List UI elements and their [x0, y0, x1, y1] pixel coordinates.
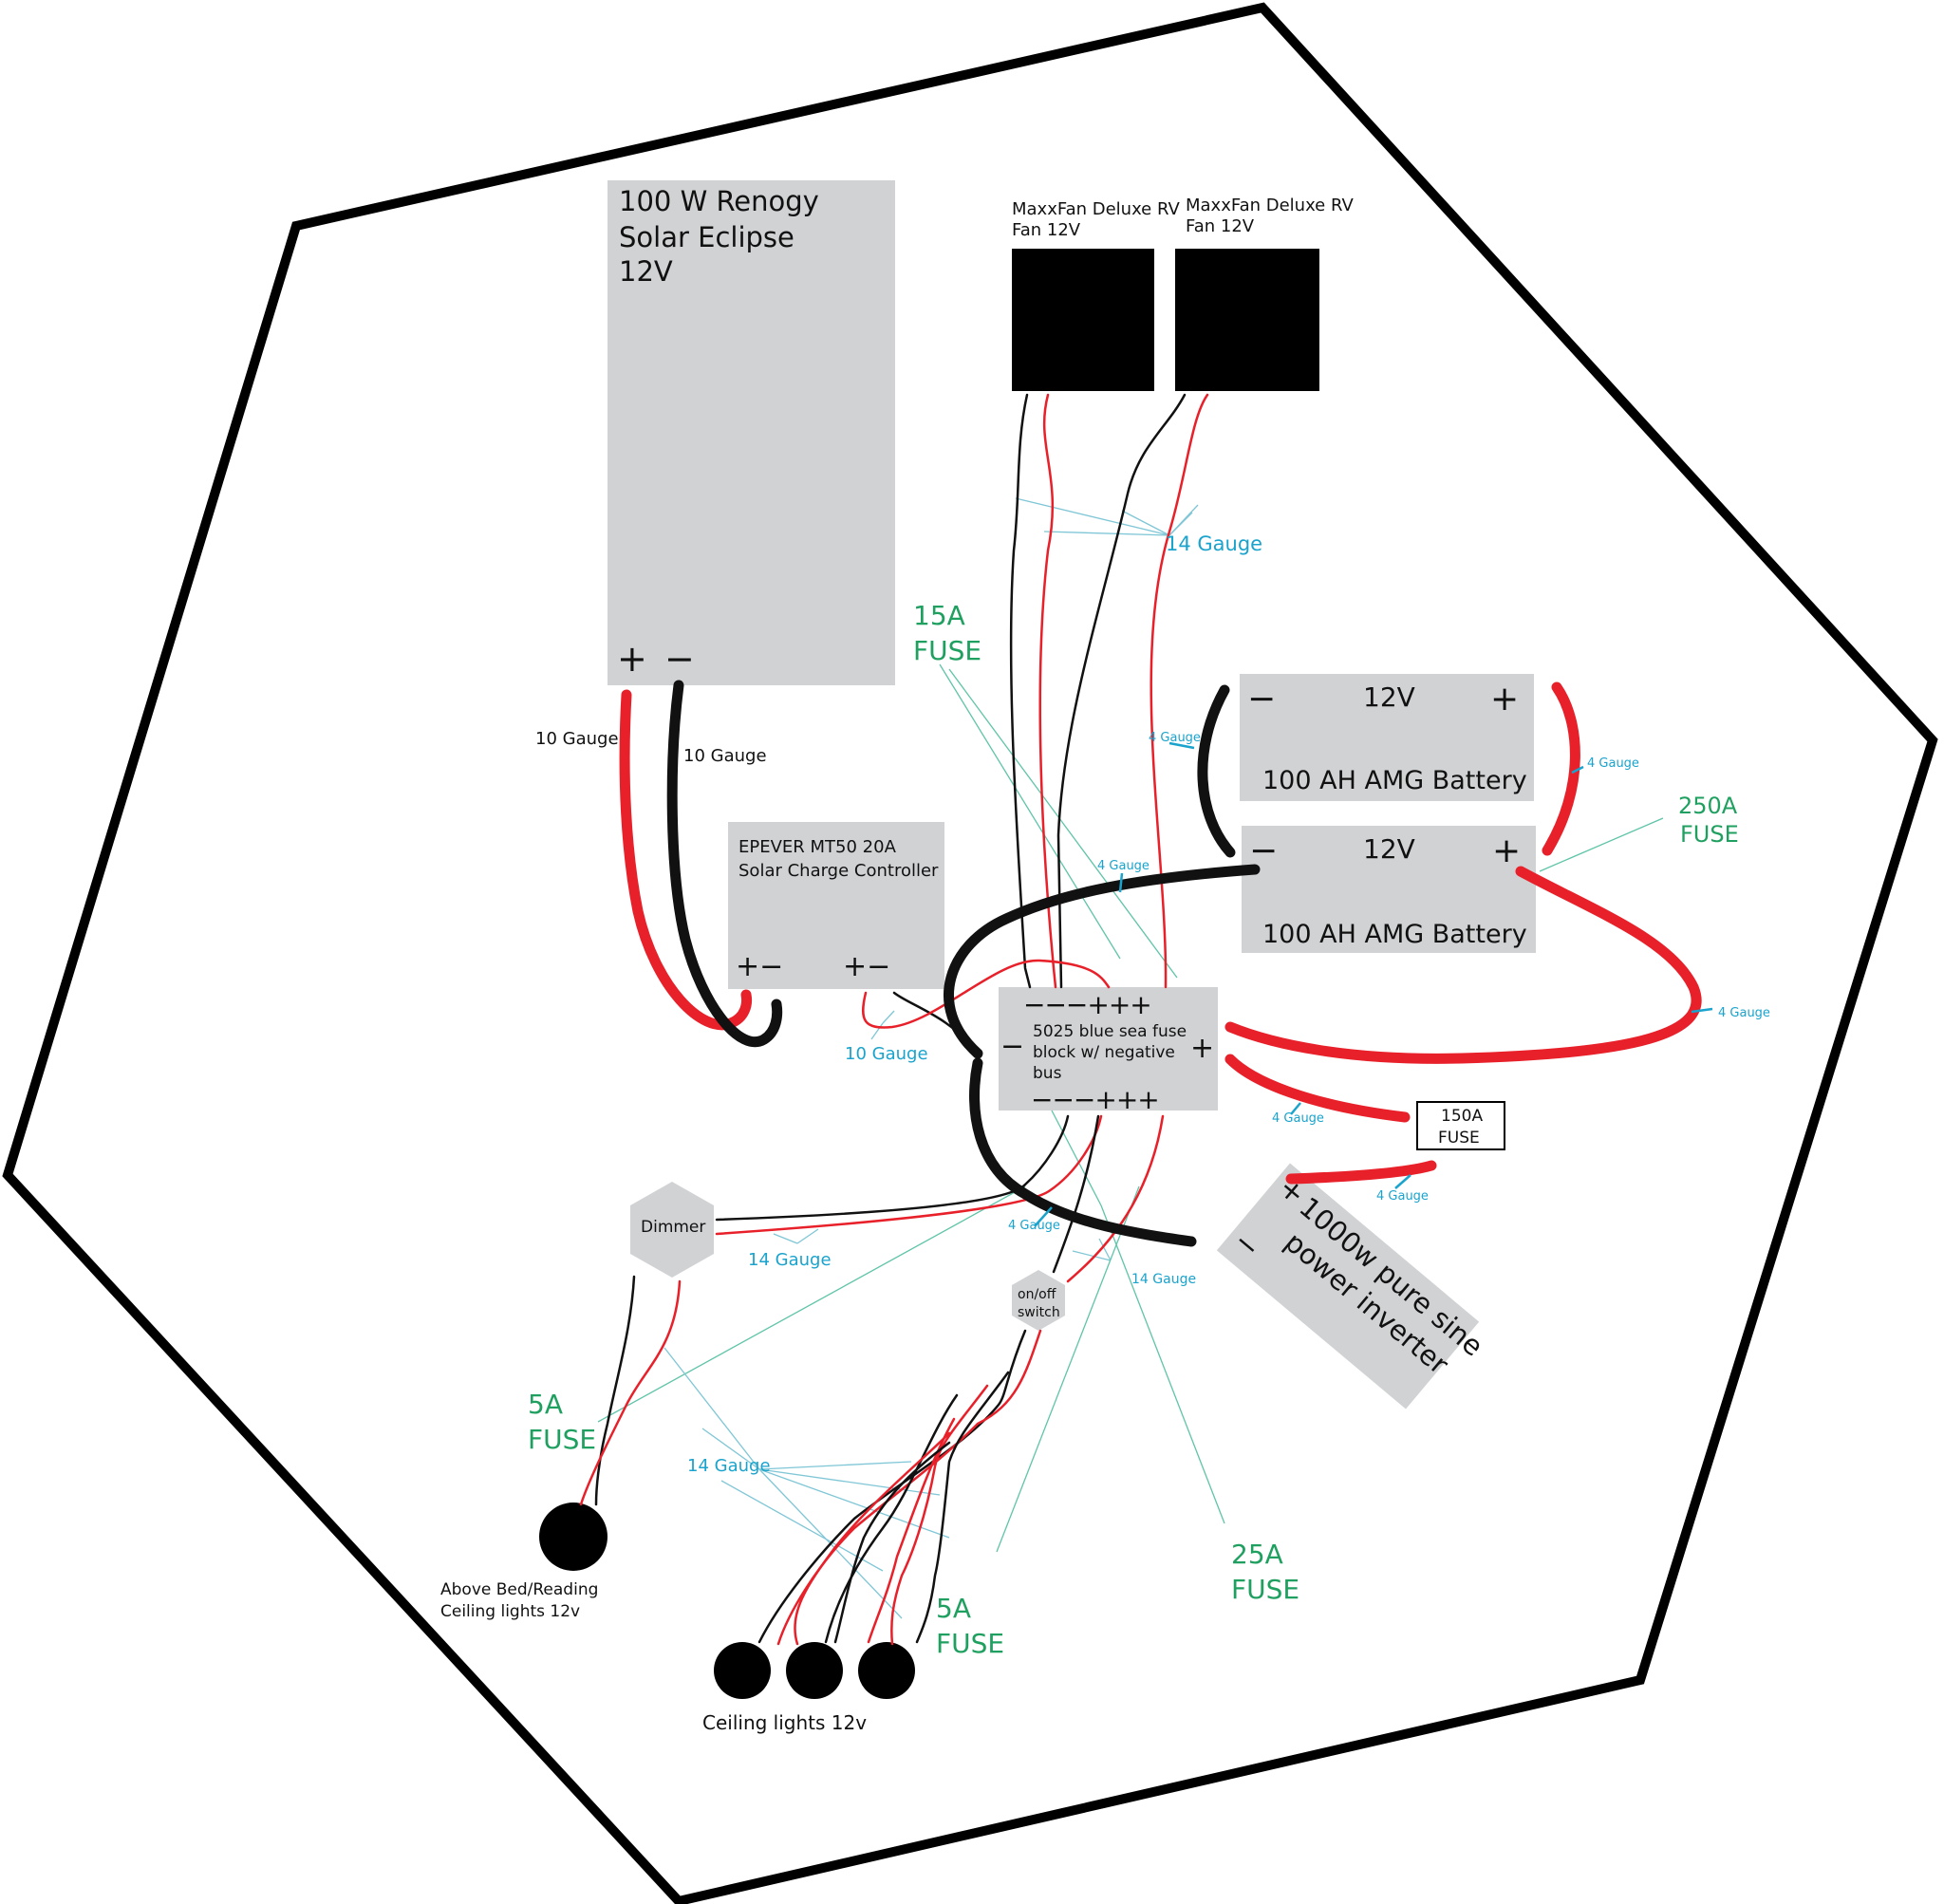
gauge-tick-marks: [1034, 741, 1713, 1227]
fuse-250a-line1: 250A: [1678, 793, 1738, 819]
on-off-switch: on/off switch: [1012, 1270, 1065, 1331]
panel-negative-gauge-label: 10 Gauge: [683, 746, 767, 766]
dimmer-gauge-label: 14 Gauge: [748, 1250, 832, 1270]
fan-right-label-line1: MaxxFan Deluxe RV: [1186, 196, 1354, 215]
controller-gauge-label: 10 Gauge: [845, 1044, 928, 1064]
fuse-5a-bottom-line1: 5A: [936, 1593, 971, 1624]
inverter-negative-gauge-label: 4 Gauge: [1008, 1219, 1060, 1233]
fuse-15a-line2: FUSE: [913, 635, 981, 666]
ceiling-light-3: [858, 1642, 915, 1699]
charge-controller-pv-terminals: +−: [736, 950, 783, 983]
bed-light-label-line1: Above Bed/Reading: [440, 1580, 598, 1599]
fan-right: MaxxFan Deluxe RV Fan 12V: [1175, 196, 1354, 391]
switch-label-line2: switch: [1018, 1305, 1060, 1320]
fuse-out-gauge-label: 4 Gauge: [1376, 1189, 1429, 1204]
battery-bottom-name: 100 AH AMG Battery: [1262, 920, 1527, 949]
solar-panel: 100 W Renogy Solar Eclipse 12V + −: [608, 180, 895, 685]
fuse-block: −−−+++ 5025 blue sea fuse block w/ negat…: [999, 987, 1218, 1115]
switch-gauge-label: 14 Gauge: [1131, 1272, 1196, 1287]
fan-left-label-line1: MaxxFan Deluxe RV: [1012, 199, 1180, 219]
solar-panel-minus-terminal: −: [664, 638, 695, 680]
switch-label-line1: on/off: [1018, 1287, 1056, 1302]
fuse-block-minus-bus: −: [1000, 1030, 1024, 1063]
fuse-5a-left-line1: 5A: [528, 1389, 563, 1420]
panel-positive-gauge-label: 10 Gauge: [535, 729, 619, 749]
fuse-25a-line2: FUSE: [1231, 1574, 1299, 1605]
charge-controller-label-line2: Solar Charge Controller: [738, 861, 939, 881]
main-negative-gauge-label: 4 Gauge: [1097, 859, 1150, 873]
battery-bottom-voltage: 12V: [1363, 833, 1415, 865]
battery-top: − 12V + 100 AH AMG Battery: [1240, 674, 1534, 801]
fan-right-label-line2: Fan 12V: [1186, 216, 1255, 236]
fuse-15a-line1: 15A: [913, 600, 965, 631]
thin-wires: [579, 393, 1209, 1646]
main-positive-gauge-label: 4 Gauge: [1718, 1006, 1770, 1020]
power-inverter: + 1000w pure sine power inverter −: [1216, 1163, 1489, 1409]
lights-gauge-label: 14 Gauge: [687, 1456, 771, 1476]
solar-panel-title-line3: 12V: [619, 255, 673, 288]
thick-wires: [619, 680, 1702, 1247]
fuse-25a-line1: 25A: [1231, 1539, 1283, 1570]
dimmer: Dimmer: [630, 1182, 714, 1278]
battery-top-name: 100 AH AMG Battery: [1262, 766, 1527, 795]
ceiling-light-2: [786, 1642, 843, 1699]
battery-link-positive-gauge-label: 4 Gauge: [1587, 756, 1639, 771]
battery-bottom-plus: +: [1492, 831, 1521, 870]
charge-controller: EPEVER MT50 20A Solar Charge Controller …: [728, 822, 944, 989]
fuse-150a-line1: 150A: [1441, 1107, 1483, 1126]
solar-panel-title-line2: Solar Eclipse: [619, 221, 794, 253]
fuse-block-label-line2: block w/ negative: [1033, 1043, 1175, 1062]
fuse-block-label-line3: bus: [1033, 1064, 1062, 1083]
fuse-in-gauge-label: 4 Gauge: [1272, 1111, 1324, 1126]
dimmer-label: Dimmer: [641, 1218, 705, 1237]
battery-top-minus: −: [1247, 680, 1276, 719]
ceiling-light-1: [714, 1642, 771, 1699]
solar-panel-plus-terminal: +: [617, 638, 647, 680]
battery-top-voltage: 12V: [1363, 681, 1415, 713]
fan-left-label-line2: Fan 12V: [1012, 220, 1081, 240]
fuse-150a-line2: FUSE: [1438, 1129, 1480, 1148]
fuse-block-top-terminals: −−−+++: [1023, 989, 1151, 1020]
bed-reading-light: [539, 1503, 608, 1571]
solar-panel-title-line1: 100 W Renogy: [619, 185, 819, 217]
fan-gauge-label: 14 Gauge: [1166, 532, 1262, 555]
fuse-block-bottom-terminals: −−−+++: [1031, 1084, 1159, 1115]
charge-controller-battery-terminals: +−: [843, 950, 890, 983]
fan-left: MaxxFan Deluxe RV Fan 12V: [1012, 199, 1180, 391]
fuse-block-plus-bus: +: [1190, 1032, 1214, 1065]
fuse-250a-line2: FUSE: [1680, 821, 1739, 848]
bed-light-label-line2: Ceiling lights 12v: [440, 1602, 580, 1621]
battery-bottom-minus: −: [1249, 831, 1278, 870]
fuse-5a-bottom-line2: FUSE: [936, 1628, 1004, 1659]
fuse-150a: 150A FUSE: [1416, 1101, 1505, 1150]
fuse-5a-left-line2: FUSE: [528, 1424, 596, 1455]
charge-controller-label-line1: EPEVER MT50 20A: [738, 837, 897, 857]
battery-top-plus: +: [1490, 680, 1519, 719]
ceiling-lights-label: Ceiling lights 12v: [702, 1711, 867, 1734]
battery-link-negative-gauge-label: 4 Gauge: [1149, 731, 1201, 745]
fuse-block-label-line1: 5025 blue sea fuse: [1033, 1022, 1187, 1041]
battery-bottom: − 12V + 100 AH AMG Battery: [1242, 826, 1536, 953]
